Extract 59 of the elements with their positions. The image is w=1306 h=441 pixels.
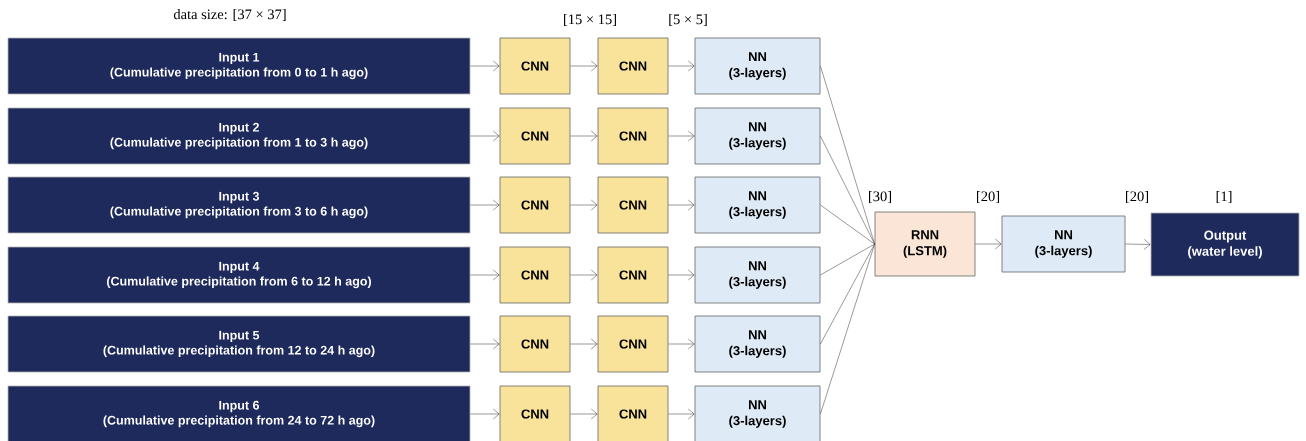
cnn-box: CNN bbox=[499, 37, 571, 95]
connector-line bbox=[820, 243, 875, 276]
size-label: [20] bbox=[977, 191, 999, 203]
connector-line bbox=[820, 243, 875, 345]
cnn-box: CNN bbox=[499, 107, 571, 165]
arrow bbox=[570, 408, 598, 420]
arrow bbox=[668, 60, 695, 72]
size-label: [15 × 15] bbox=[564, 14, 616, 26]
arrow bbox=[668, 199, 695, 211]
cnn-box: CNN bbox=[499, 385, 571, 441]
rnn-box: RNN (LSTM) bbox=[874, 211, 976, 277]
arrow bbox=[668, 269, 695, 281]
arrow bbox=[570, 199, 598, 211]
nn-box: NN (3-layers) bbox=[694, 37, 821, 95]
arrow bbox=[470, 269, 500, 281]
cnn-box: CNN bbox=[597, 385, 669, 441]
nn-box: NN (3-layers) bbox=[694, 246, 821, 304]
arrow bbox=[470, 60, 500, 72]
nn-box: NN (3-layers) bbox=[694, 385, 821, 441]
nn-box: NN (3-layers) bbox=[694, 315, 821, 373]
arrow bbox=[975, 238, 1002, 250]
nn-box: NN (3-layers) bbox=[1001, 215, 1126, 273]
size-label: data size: [37 × 37] bbox=[173, 9, 286, 21]
arrow bbox=[570, 60, 598, 72]
cnn-box: CNN bbox=[597, 246, 669, 304]
arrow bbox=[470, 408, 500, 420]
arrow bbox=[570, 338, 598, 350]
cnn-box: CNN bbox=[597, 176, 669, 234]
connector-line bbox=[820, 243, 875, 415]
output-box: Output (water level) bbox=[1150, 212, 1300, 277]
input-box: Input 1 (Cumulative precipitation from 0 to 1 h ago) bbox=[7, 37, 471, 95]
cnn-box: CNN bbox=[499, 315, 571, 373]
arrow bbox=[470, 130, 500, 142]
size-label: [30] bbox=[869, 191, 891, 203]
arrow bbox=[668, 338, 695, 350]
cnn-box: CNN bbox=[597, 315, 669, 373]
input-box: Input 3 (Cumulative precipitation from 3 to 6 h ago) bbox=[7, 176, 471, 234]
input-box: Input 5 (Cumulative precipitation from 12 to 24 h ago) bbox=[7, 315, 471, 373]
connector-line bbox=[820, 204, 875, 245]
arrow bbox=[1125, 239, 1151, 250]
connector-line bbox=[820, 135, 875, 245]
arrow bbox=[570, 269, 598, 281]
cnn-box: CNN bbox=[499, 246, 571, 304]
cnn-box: CNN bbox=[597, 107, 669, 165]
input-box: Input 4 (Cumulative precipitation from 6 to 12 h ago) bbox=[7, 246, 471, 304]
cnn-box: CNN bbox=[499, 176, 571, 234]
nn-box: NN (3-layers) bbox=[694, 176, 821, 234]
arrow bbox=[668, 408, 695, 420]
size-label: [5 × 5] bbox=[669, 14, 707, 26]
arrow bbox=[470, 338, 500, 350]
input-box: Input 2 (Cumulative precipitation from 1 to 3 h ago) bbox=[7, 107, 471, 165]
arrow bbox=[668, 130, 695, 142]
size-label: [20] bbox=[1126, 191, 1148, 203]
arrow bbox=[470, 199, 500, 211]
arrow bbox=[570, 130, 598, 142]
cnn-box: CNN bbox=[597, 37, 669, 95]
connector-line bbox=[820, 65, 875, 245]
input-box: Input 6 (Cumulative precipitation from 24 to 72 h ago) bbox=[7, 385, 471, 441]
nn-box: NN (3-layers) bbox=[694, 107, 821, 165]
